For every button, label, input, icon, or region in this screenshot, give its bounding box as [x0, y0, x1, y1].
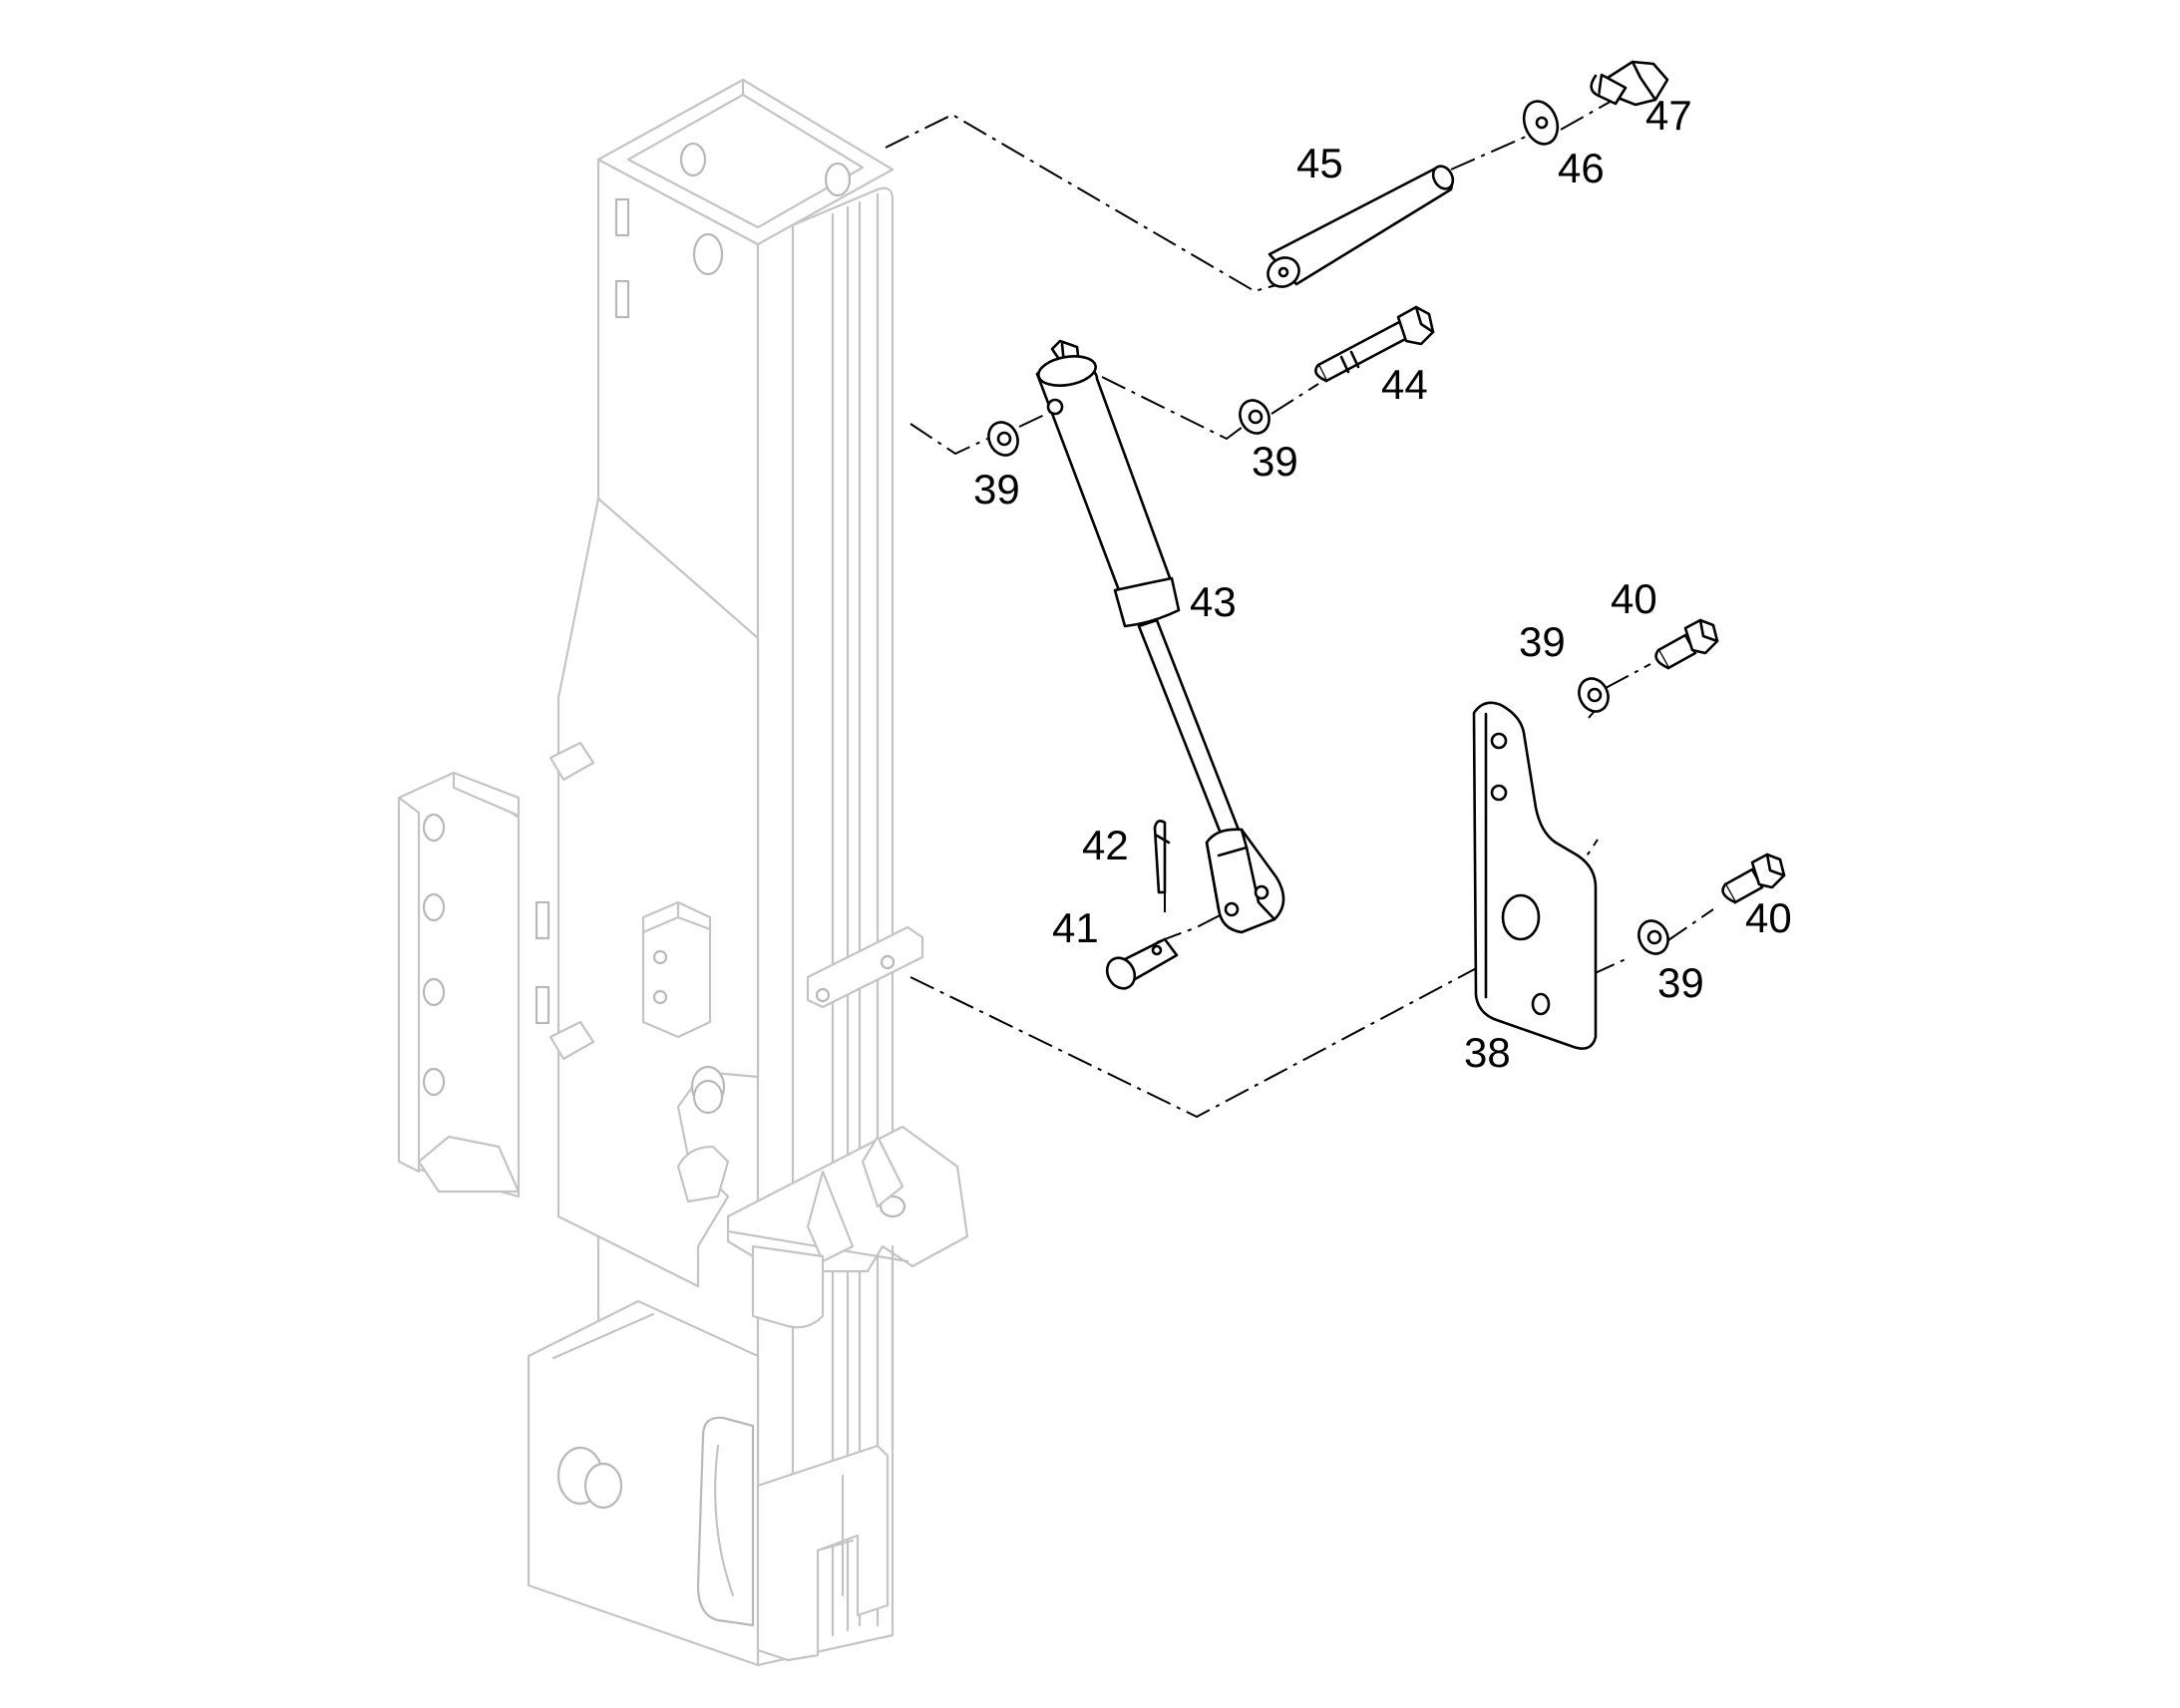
callout-46: 46 [1558, 145, 1605, 191]
callout-39-low: 39 [1657, 959, 1704, 1006]
callout-45: 45 [1296, 140, 1343, 186]
washer-39-top-right [1239, 399, 1271, 435]
callout-42: 42 [1082, 822, 1129, 868]
bolt-47 [1590, 60, 1669, 107]
leader-lines [885, 99, 1714, 1119]
bracket-plate-38 [1472, 701, 1598, 1050]
washer-39-top-left [987, 421, 1019, 457]
bolt-44 [1314, 305, 1435, 383]
column-assembly-ghost [397, 78, 969, 1667]
bolt-40-upper [1654, 618, 1719, 670]
callout-44: 44 [1381, 361, 1428, 408]
washer-39-low [1637, 919, 1669, 955]
callout-47: 47 [1645, 92, 1692, 139]
clevis-pin-41 [1105, 937, 1179, 990]
callout-39-top-right: 39 [1252, 438, 1298, 485]
washer-46 [1522, 100, 1560, 146]
callout-41: 41 [1052, 904, 1099, 951]
callout-43: 43 [1190, 578, 1237, 625]
callout-38: 38 [1464, 1029, 1511, 1076]
callout-40-lower: 40 [1745, 894, 1792, 941]
pin-45 [1267, 165, 1455, 288]
bolt-40-lower [1721, 853, 1786, 904]
callout-39-top-left: 39 [973, 466, 1020, 512]
callout-39-mid: 39 [1519, 618, 1566, 665]
callout-labels: 45 46 47 44 39 39 43 40 39 42 41 40 39 3… [973, 92, 1792, 1076]
gas-spring-43 [1035, 339, 1285, 934]
washer-39-mid [1578, 677, 1610, 713]
cotter-pin-42 [1153, 820, 1171, 894]
callout-40-upper: 40 [1611, 575, 1657, 622]
